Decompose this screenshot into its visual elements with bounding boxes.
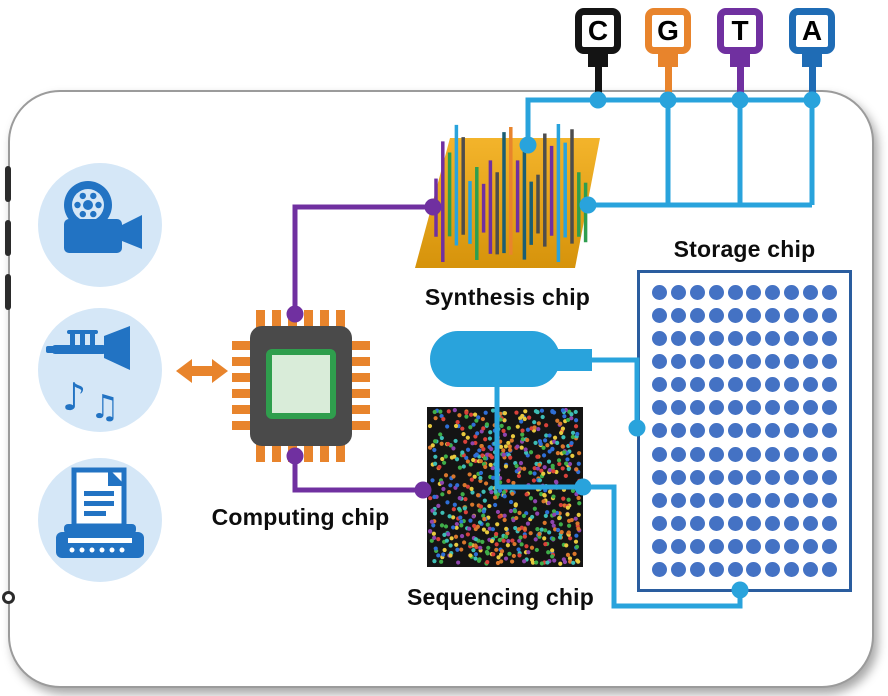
side-button	[5, 220, 11, 256]
reagent-letter: C	[587, 15, 609, 46]
media-input-audio: ♪ ♫	[38, 308, 162, 432]
computing-chip-label: Computing chip	[211, 504, 390, 530]
chip-pins-right	[352, 341, 370, 431]
reagent-letter: T	[731, 15, 749, 46]
side-button	[5, 166, 11, 202]
sequencing-dot-array	[427, 407, 582, 566]
reagent-vial-G: G	[645, 8, 691, 94]
storage-chip	[637, 270, 852, 592]
power-port-icon	[2, 591, 15, 604]
svg-text:♪: ♪	[62, 375, 86, 419]
dna-tube	[430, 331, 560, 387]
media-input-text	[38, 458, 162, 582]
vial-neck	[730, 54, 750, 67]
storage-dot-grid	[650, 281, 839, 581]
reagent-vial-head: C	[575, 8, 621, 54]
vial-stem	[736, 67, 744, 94]
dna-tube-outlet	[552, 349, 592, 371]
sequencing-chip-label: Sequencing chip	[406, 584, 595, 610]
storage-chip-label: Storage chip	[673, 236, 816, 262]
sequencing-chip	[427, 407, 583, 567]
document-typewriter-icon	[56, 467, 144, 558]
reagent-vial-head: A	[789, 8, 835, 54]
vial-neck	[658, 54, 678, 67]
trumpet-music-icon: ♪ ♫	[46, 326, 130, 426]
chip-pins-left	[232, 341, 250, 431]
svg-text:♫: ♫	[90, 387, 120, 426]
vial-neck	[802, 54, 822, 67]
reagent-vial-T: T	[717, 8, 763, 94]
synthesis-chip-label: Synthesis chip	[424, 284, 591, 310]
vial-neck	[588, 54, 608, 67]
vial-stem	[594, 67, 602, 94]
reagent-vial-head: G	[645, 8, 691, 54]
transfer-arrow-icon	[176, 359, 228, 383]
chip-pins-bottom	[256, 444, 346, 462]
chip-core	[266, 349, 336, 419]
side-button	[5, 274, 11, 310]
vial-stem	[808, 67, 816, 94]
reagent-vial-C: C	[575, 8, 621, 94]
reagent-letter: G	[657, 15, 679, 46]
video-camera-icon	[64, 181, 142, 253]
reagent-vial-A: A	[789, 8, 835, 94]
reagent-vial-head: T	[717, 8, 763, 54]
media-input-video	[38, 163, 162, 287]
reagent-letter: A	[801, 15, 823, 46]
vial-stem	[664, 67, 672, 94]
